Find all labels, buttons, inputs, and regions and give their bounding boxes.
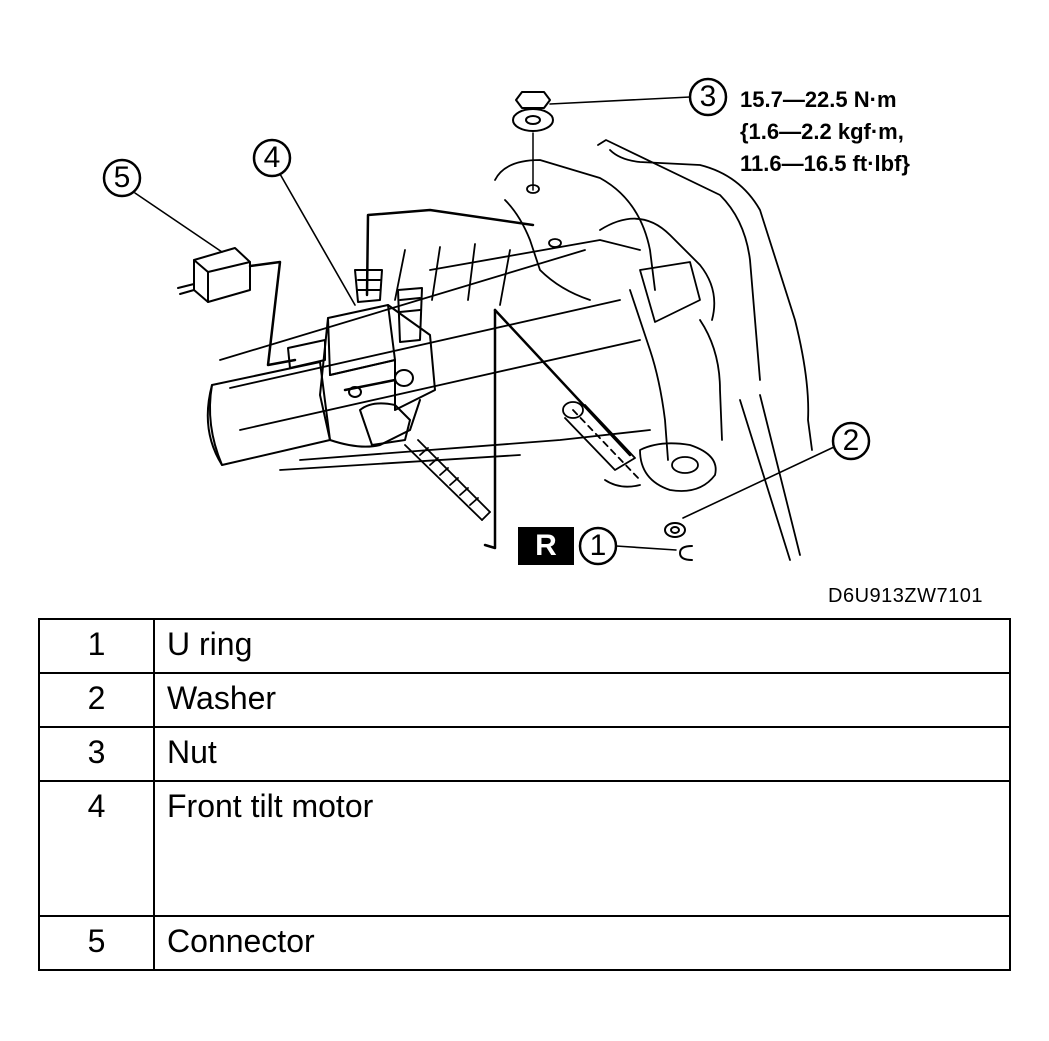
part-number: 4 <box>38 780 155 917</box>
figure-code: D6U913ZW7101 <box>828 585 983 607</box>
table-row: 3 Nut <box>38 726 1011 782</box>
callout-label-5: 5 <box>113 161 131 194</box>
part-name: Nut <box>153 726 1011 782</box>
part-number: 3 <box>38 726 155 782</box>
torque-spec: 15.7—22.5 N·m {1.6—2.2 kgf·m, 11.6—16.5 … <box>740 84 910 180</box>
nut-drawing <box>512 91 554 191</box>
callout-circle-2 <box>831 421 871 461</box>
callout-label-3: 3 <box>699 80 717 113</box>
part-number: 1 <box>38 618 155 674</box>
front-tilt-motor-drawing <box>206 269 436 466</box>
callout-label-4: 4 <box>263 141 281 174</box>
callout-label-2: 2 <box>842 424 860 457</box>
callout-circle-5 <box>102 158 142 198</box>
table-row: 5 Connector <box>38 915 1011 971</box>
parts-table: 1 U ring 2 Washer 3 Nut 4 Front tilt mot… <box>38 618 1011 971</box>
part-name: Connector <box>153 915 1011 971</box>
torque-spec-ftlbf: 11.6—16.5 ft·lbf} <box>740 151 910 176</box>
connector-drawing <box>177 247 251 303</box>
part-name: Washer <box>153 672 1011 728</box>
callout-circle-4 <box>252 138 292 178</box>
leader-lines <box>134 96 835 551</box>
link-rod-drawing <box>562 401 717 492</box>
u-ring-drawing <box>679 545 693 561</box>
part-name: U ring <box>153 618 1011 674</box>
body-bracket-drawing <box>494 139 813 561</box>
exploded-view-drawing <box>102 77 871 566</box>
table-row: 1 U ring <box>38 618 1011 674</box>
part-number: 5 <box>38 915 155 971</box>
replace-badge: R <box>518 527 574 565</box>
torque-spec-kgfm: {1.6—2.2 kgf·m, <box>740 119 904 144</box>
threaded-rod-drawing <box>404 439 491 521</box>
callout-label-1: 1 <box>589 529 607 562</box>
washer-drawing <box>664 522 686 538</box>
torque-spec-nm: 15.7—22.5 N·m <box>740 87 897 112</box>
table-row: 4 Front tilt motor <box>38 780 1011 917</box>
part-name: Front tilt motor <box>153 780 1011 917</box>
wire-harness-drawing <box>248 208 632 550</box>
frame-drawing <box>219 239 651 471</box>
table-row: 2 Washer <box>38 672 1011 728</box>
part-number: 2 <box>38 672 155 728</box>
callout-circles <box>102 77 871 566</box>
